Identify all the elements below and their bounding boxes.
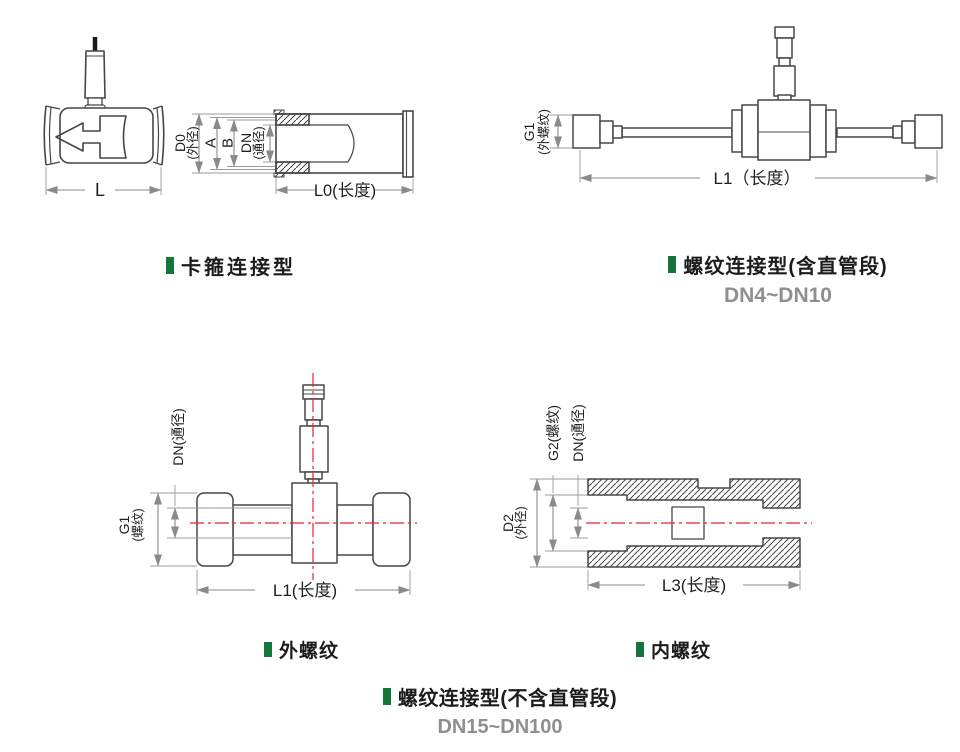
dim-label-G1-sub: (螺纹) xyxy=(131,508,145,541)
external-thread-drawing: G1 (螺纹) DN(通径) L1(长度) xyxy=(116,373,417,600)
dim-label-D0-sub: (外径) xyxy=(186,126,200,159)
sensor-body xyxy=(84,50,106,99)
green-bullet-icon xyxy=(382,688,391,705)
caption-threaded-straight-label: 螺纹连接型(含直管段) xyxy=(683,256,888,278)
caption-internal-thread: 内螺纹 xyxy=(636,636,711,663)
end-flange xyxy=(402,110,414,178)
dim-label-L0: L0(长度) xyxy=(314,181,376,200)
clamp-front-drawing: L xyxy=(43,37,165,200)
dim-label-DN: DN(通径) xyxy=(570,404,586,462)
dim-label-L1: L1（长度） xyxy=(714,169,801,188)
meter-body xyxy=(757,99,811,161)
dim-label-DN: DN(通径) xyxy=(170,408,186,466)
clamp-section-drawing: D0 (外径) A B DN (通径) L0(长度) xyxy=(172,109,414,200)
caption-internal-thread-label: 内螺纹 xyxy=(651,641,712,662)
internal-thread-drawing: D2 (外径) G2(螺纹) DN(通径) L3(长度) xyxy=(500,404,812,595)
dim-label-DN: DN xyxy=(238,133,254,153)
green-bullet-icon xyxy=(264,642,272,657)
caption-clamp-label: 卡箍连接型 xyxy=(181,257,296,279)
section-wall-bottom xyxy=(587,537,801,568)
dim-label-A: A xyxy=(203,138,220,148)
dim-label-DN-sub: (通径) xyxy=(252,126,266,159)
dim-label-L3: L3(长度) xyxy=(662,576,726,595)
green-bullet-icon xyxy=(668,256,677,273)
caption-external-thread: 外螺纹 xyxy=(264,636,339,663)
dn-range-large: DN15~DN100 xyxy=(437,716,563,738)
section-wall-top xyxy=(587,478,801,509)
ferrule-hatch-top xyxy=(275,113,310,126)
threaded-straight-drawing: G1 (外螺纹) L1（长度） xyxy=(521,26,943,188)
dim-label-D0: D0 xyxy=(172,134,188,152)
caption-clamp-type: 卡箍连接型 xyxy=(166,251,296,280)
dim-label-B: B xyxy=(220,138,237,148)
flow-direction-arrow xyxy=(55,115,127,159)
dim-label-G1: G1 xyxy=(116,515,132,534)
dim-label-D2-sub: (外径) xyxy=(514,506,528,539)
caption-external-thread-label: 外螺纹 xyxy=(279,641,340,662)
caption-threaded-straight: 螺纹连接型(含直管段) DN4~DN10 xyxy=(598,250,958,308)
dim-label-G1-sub: (外螺纹) xyxy=(537,109,551,155)
dn-range-small: DN4~DN10 xyxy=(724,284,832,307)
dim-label-L: L xyxy=(95,180,105,200)
dim-label-D2: D2 xyxy=(500,514,516,532)
dim-label-G1: G1 xyxy=(521,122,537,141)
green-bullet-icon xyxy=(166,257,174,274)
caption-threaded-compact-label: 螺纹连接型(不含直管段) xyxy=(397,688,618,710)
ferrule-hatch-bottom xyxy=(275,161,310,174)
caption-threaded-compact: 螺纹连接型(不含直管段) DN15~DN100 xyxy=(330,682,670,739)
dim-label-L1: L1(长度) xyxy=(273,581,337,600)
dim-label-G2: G2(螺纹) xyxy=(545,405,561,461)
green-bullet-icon xyxy=(636,642,644,657)
